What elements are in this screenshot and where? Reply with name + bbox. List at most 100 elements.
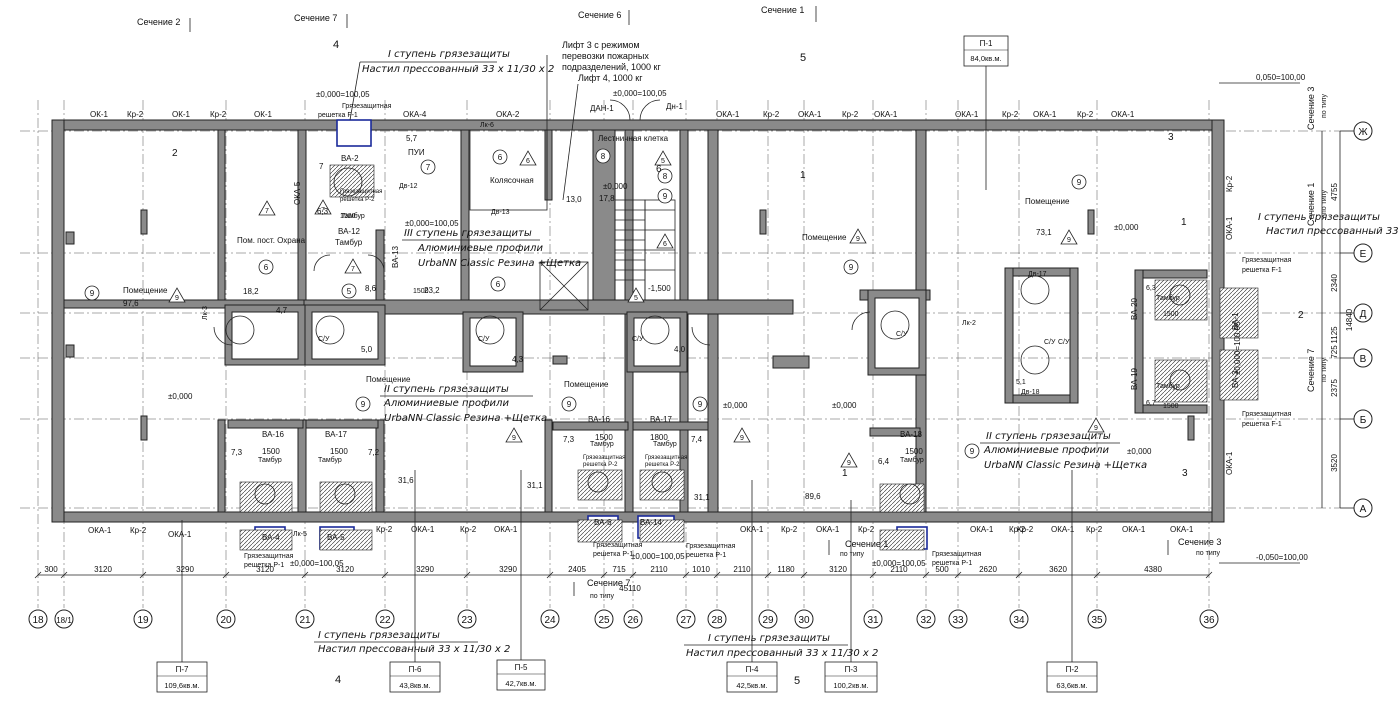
section-number: 4 xyxy=(335,674,341,686)
axis-bubble: Е xyxy=(1340,243,1373,263)
unit-area: 43,8кв.м. xyxy=(399,681,430,690)
svg-text:6: 6 xyxy=(526,158,530,165)
svg-text:9: 9 xyxy=(698,400,703,409)
unit-area: 84,0кв.м. xyxy=(970,54,1001,63)
room-name: Тамбур xyxy=(258,456,282,464)
section-label: Сечение 7 xyxy=(587,578,630,588)
window-label: ОКА-1 xyxy=(955,110,979,119)
window-label: ОКА-1 xyxy=(970,525,994,534)
door-label: ВА-14 xyxy=(640,518,663,527)
door-label: ВА-16 xyxy=(588,415,611,424)
room-name: Тамбур xyxy=(653,440,677,448)
window-label: Кр-2 xyxy=(858,525,875,534)
axis-label: 25 xyxy=(598,615,610,626)
svg-text:8: 8 xyxy=(601,152,606,161)
elevation: ±0,000=100,05 xyxy=(872,559,926,568)
room-area: 6,3 xyxy=(317,207,329,216)
door-label: ВА-6 xyxy=(594,518,612,527)
elevation: ±0,000 xyxy=(1127,447,1152,456)
unit-area: 109,6кв.м. xyxy=(164,681,199,690)
lift3-label: перевозки пожарных xyxy=(562,51,649,61)
axis-label: 29 xyxy=(762,615,774,626)
room-name: Помещение xyxy=(1025,197,1070,206)
lift4-label: Лифт 4, 1000 кг xyxy=(578,73,643,83)
axis-label: 36 xyxy=(1203,615,1215,626)
svg-text:6: 6 xyxy=(498,153,503,162)
dimension-value: 3120 xyxy=(256,565,274,574)
door-label: Дв-18 xyxy=(1021,389,1040,396)
door-label: ОКА-1 xyxy=(1225,216,1234,240)
callout-stage3: III ступень грязезащиты xyxy=(404,228,532,239)
svg-text:8: 8 xyxy=(663,172,668,181)
room-number: 7 xyxy=(420,159,436,175)
window-label: Кр-2 xyxy=(1002,110,1019,119)
room-name: Помещение xyxy=(366,375,411,384)
room-name: Помещение xyxy=(564,380,609,389)
door-label: ВА-18 xyxy=(900,430,923,439)
dimension-value: 3290 xyxy=(416,565,434,574)
room-name: Помещение xyxy=(123,286,168,295)
room-area: 6,7 xyxy=(1146,400,1156,407)
callout-profiles: Алюминиевые профили xyxy=(417,243,543,254)
dim-number: 1500 xyxy=(595,433,613,442)
grate-label: Грязезащитная xyxy=(340,189,382,195)
elevation: ±0,000=100,05 xyxy=(631,552,685,561)
room-name: Тамбур xyxy=(341,212,365,220)
section-label: Сечение 1 xyxy=(1306,183,1316,226)
wc-label: С/У xyxy=(478,336,490,343)
room-name: Тамбур xyxy=(1156,382,1180,390)
grate-label: решетка F-1 xyxy=(1242,421,1282,428)
room-area: 8,6 xyxy=(365,284,377,293)
axis-label: 35 xyxy=(1091,615,1103,626)
svg-text:6: 6 xyxy=(264,263,269,272)
room-name: Тамбур xyxy=(318,456,342,464)
window-label: Кр-2 xyxy=(763,110,780,119)
section-sub: по типу xyxy=(1321,357,1328,382)
window-label: ОКА-1 xyxy=(816,525,840,534)
axis-label: 32 xyxy=(920,615,932,626)
elevation: 0,050=100,00 xyxy=(1256,73,1306,82)
callout-stage1-mat: Настил прессованный 33 х 11/30 х 2 xyxy=(686,648,878,659)
callout-stage2: II ступень грязезащиты xyxy=(986,431,1111,442)
axis-bubble: 31 xyxy=(863,609,883,629)
section-number: 1 xyxy=(800,170,806,181)
outer-walls xyxy=(51,119,1225,523)
unit-id: П-7 xyxy=(176,665,189,674)
room-number: 9 xyxy=(692,396,708,412)
svg-text:6: 6 xyxy=(663,241,667,248)
grate-label: решетка P-2 xyxy=(340,197,375,203)
room-number: 9 xyxy=(1071,174,1087,190)
unit-id: П-5 xyxy=(515,663,528,672)
axis-label: 18 xyxy=(32,615,44,626)
axis-label: Ж xyxy=(1358,127,1368,138)
window-label: ОКА-1 xyxy=(874,110,898,119)
elevation: ±0,000 xyxy=(603,182,628,191)
callout-stage1-mat: Настил прессованный 33 х 11/30 х 2 xyxy=(318,644,510,655)
axis-bubble: 22 xyxy=(375,609,395,629)
axis-bubble: 20 xyxy=(216,609,236,629)
axis-bubble: 33 xyxy=(948,609,968,629)
room-area: 4,7 xyxy=(276,306,288,315)
window-label: Кр-2 xyxy=(1086,525,1103,534)
wc-label: С/У xyxy=(632,336,644,343)
grate-label: Грязезащитная xyxy=(244,553,294,560)
axis-label: 19 xyxy=(137,615,149,626)
grate-label: решетка P-1 xyxy=(686,552,726,559)
dimension-value: 2620 xyxy=(979,565,997,574)
window-label: ОКА-4 xyxy=(403,110,427,119)
elevation: ±0,000=100,05 xyxy=(1233,321,1242,375)
room-name: Тамбур xyxy=(1156,294,1180,302)
axis-label: 24 xyxy=(544,615,556,626)
room-area: 7,4 xyxy=(691,435,703,444)
dim-number: 1500 xyxy=(330,447,348,456)
callout-profiles2: UrbaNN Classic Резина +Щетка xyxy=(384,413,547,424)
unit-area: 63,6кв.м. xyxy=(1056,681,1087,690)
door-label: ВА-19 xyxy=(1130,367,1139,390)
room-area: 23,2 xyxy=(424,286,440,295)
unit-id: П-1 xyxy=(980,39,993,48)
axis-bubble: А xyxy=(1340,498,1373,518)
dimension-value: 3120 xyxy=(336,565,354,574)
elevation: ±0,000=100,05 xyxy=(405,219,459,228)
